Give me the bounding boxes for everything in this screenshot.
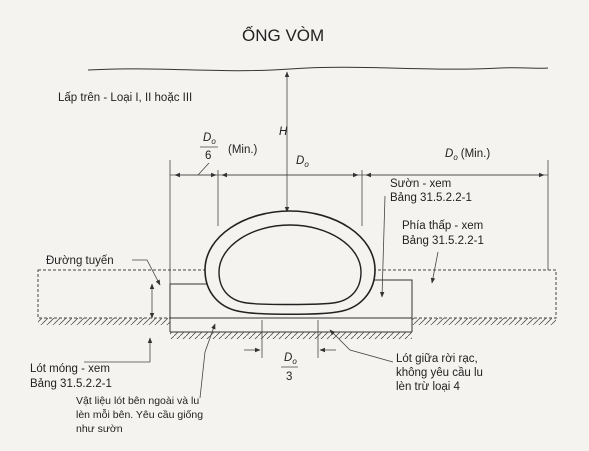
vat-lieu-label-line3: như sườn: [76, 423, 123, 435]
suon-label-line2: Bảng 31.5.2.2-1: [390, 192, 472, 204]
lot-giua-label-line1: Lót giữa rời rạc,: [396, 353, 478, 365]
foundation-hatch-right: [412, 318, 556, 325]
foundation-hatch-center: [170, 332, 412, 339]
lot-giua-leader: [329, 329, 394, 363]
do-center-label: Do: [296, 155, 309, 169]
do3-numerator: Do: [284, 352, 297, 366]
do6-denominator: 6: [205, 150, 211, 162]
title: ỐNG VÒM: [242, 25, 324, 45]
lot-giua-label-line2: không yêu cầu lu: [396, 367, 483, 379]
lot-mong-label-line1: Lót móng - xem: [30, 363, 110, 375]
vat-lieu-label-line1: Vật liệu lót bên ngoài và lu: [76, 395, 199, 407]
duong-tuyen-label: Đường tuyến: [46, 255, 114, 267]
do-right-label: Do(Min.): [445, 148, 490, 162]
cover-label: Lấp trên - Loại I, II hoặc III: [58, 92, 192, 104]
suon-label-line1: Sườn - xem: [390, 178, 451, 190]
do6-leader: [197, 162, 210, 176]
phia-thap-label-line2: Bảng 31.5.2.2-1: [402, 235, 484, 247]
do6-numerator: Do: [203, 132, 216, 146]
foundation-hatch-left: [38, 318, 170, 325]
phia-thap-label-line1: Phía thấp - xem: [402, 220, 483, 232]
phia-thap-leader: [430, 251, 439, 284]
ground-surface-line: [87, 66, 549, 72]
do6-min-label: (Min.): [228, 144, 258, 156]
lot-giua-label-line3: lèn trừ loại 4: [396, 381, 461, 393]
do3-denominator: 3: [286, 371, 292, 383]
h-label: H: [279, 126, 288, 138]
vat-lieu-leader: [199, 323, 216, 399]
vat-lieu-label-line2: lèn mỗi bên. Yêu cầu giống: [76, 408, 203, 421]
lot-mong-label-line2: Bảng 31.5.2.2-1: [30, 378, 112, 390]
arch-pipe-outer: [204, 210, 376, 316]
duong-tuyen-leader: [132, 259, 161, 286]
suon-leader: [379, 195, 386, 298]
arch-pipe-inner: [218, 224, 362, 306]
side-fill-outline: [169, 279, 413, 318]
